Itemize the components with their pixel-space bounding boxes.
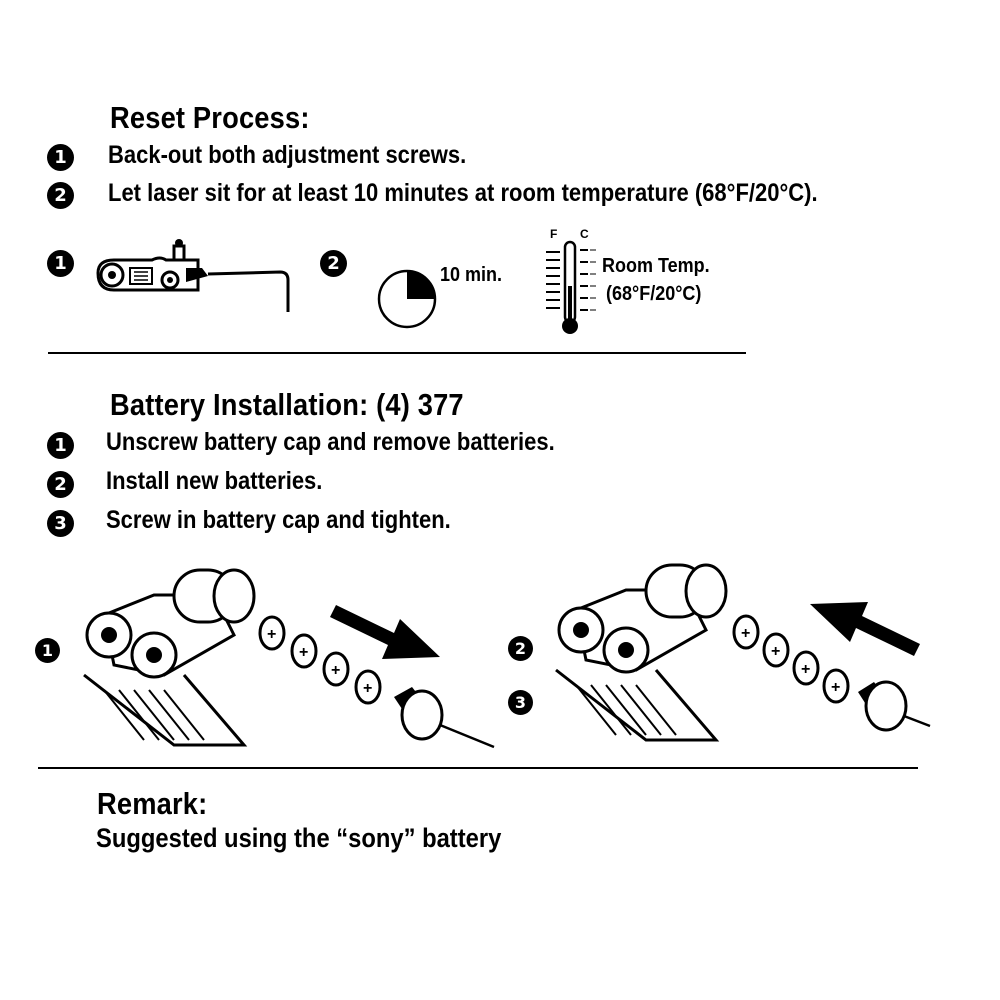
- section-divider: [38, 767, 918, 769]
- battery-title: Battery Installation: (4) 377: [110, 387, 464, 422]
- battery-removal-illustration: + + + +: [83, 568, 495, 749]
- battery-cell-sign: +: [363, 680, 372, 697]
- battery-step-1: Unscrew battery cap and remove batteries…: [106, 428, 555, 456]
- reset-step-2: Let laser sit for at least 10 minutes at…: [108, 179, 818, 207]
- battery-cell-sign: +: [267, 626, 276, 643]
- battery-step-3: Screw in battery cap and tighten.: [106, 506, 451, 534]
- battery-cell-sign: +: [831, 679, 840, 696]
- figure-number-badge: 2: [320, 250, 347, 277]
- figure-number-badge: 3: [508, 690, 533, 715]
- room-temp-label: Room Temp.: [602, 255, 710, 277]
- reset-step-1: Back-out both adjustment screws.: [108, 141, 467, 169]
- step-number-badge: 3: [47, 510, 74, 537]
- step-number-badge: 2: [47, 471, 74, 498]
- celsius-label: C: [580, 227, 589, 241]
- battery-step-2: Install new batteries.: [106, 467, 323, 495]
- section-divider: [48, 352, 746, 354]
- figure-number-badge: 1: [35, 638, 60, 663]
- room-temp-value: (68°F/20°C): [606, 283, 702, 305]
- battery-cell-sign: +: [771, 643, 780, 660]
- battery-cell-sign: +: [299, 644, 308, 661]
- figure-number-badge: 1: [47, 250, 74, 277]
- timer-clock-icon: [377, 269, 437, 329]
- battery-cell-sign: +: [331, 662, 340, 679]
- reset-title: Reset Process:: [110, 100, 310, 135]
- laser-screws-illustration: [96, 239, 290, 312]
- step-number-badge: 1: [47, 144, 74, 171]
- thermometer-icon: [546, 240, 596, 334]
- battery-cell-sign: +: [801, 661, 810, 678]
- step-number-badge: 2: [47, 182, 74, 209]
- fahrenheit-label: F: [550, 227, 558, 241]
- battery-cell-sign: +: [741, 625, 750, 642]
- timer-label: 10 min.: [440, 264, 503, 286]
- remark-text: Suggested using the “sony” battery: [96, 823, 502, 853]
- figure-number-badge: 2: [508, 636, 533, 661]
- step-number-badge: 1: [47, 432, 74, 459]
- remark-title: Remark:: [97, 786, 208, 821]
- battery-installation-illustration: + + + +: [555, 563, 931, 742]
